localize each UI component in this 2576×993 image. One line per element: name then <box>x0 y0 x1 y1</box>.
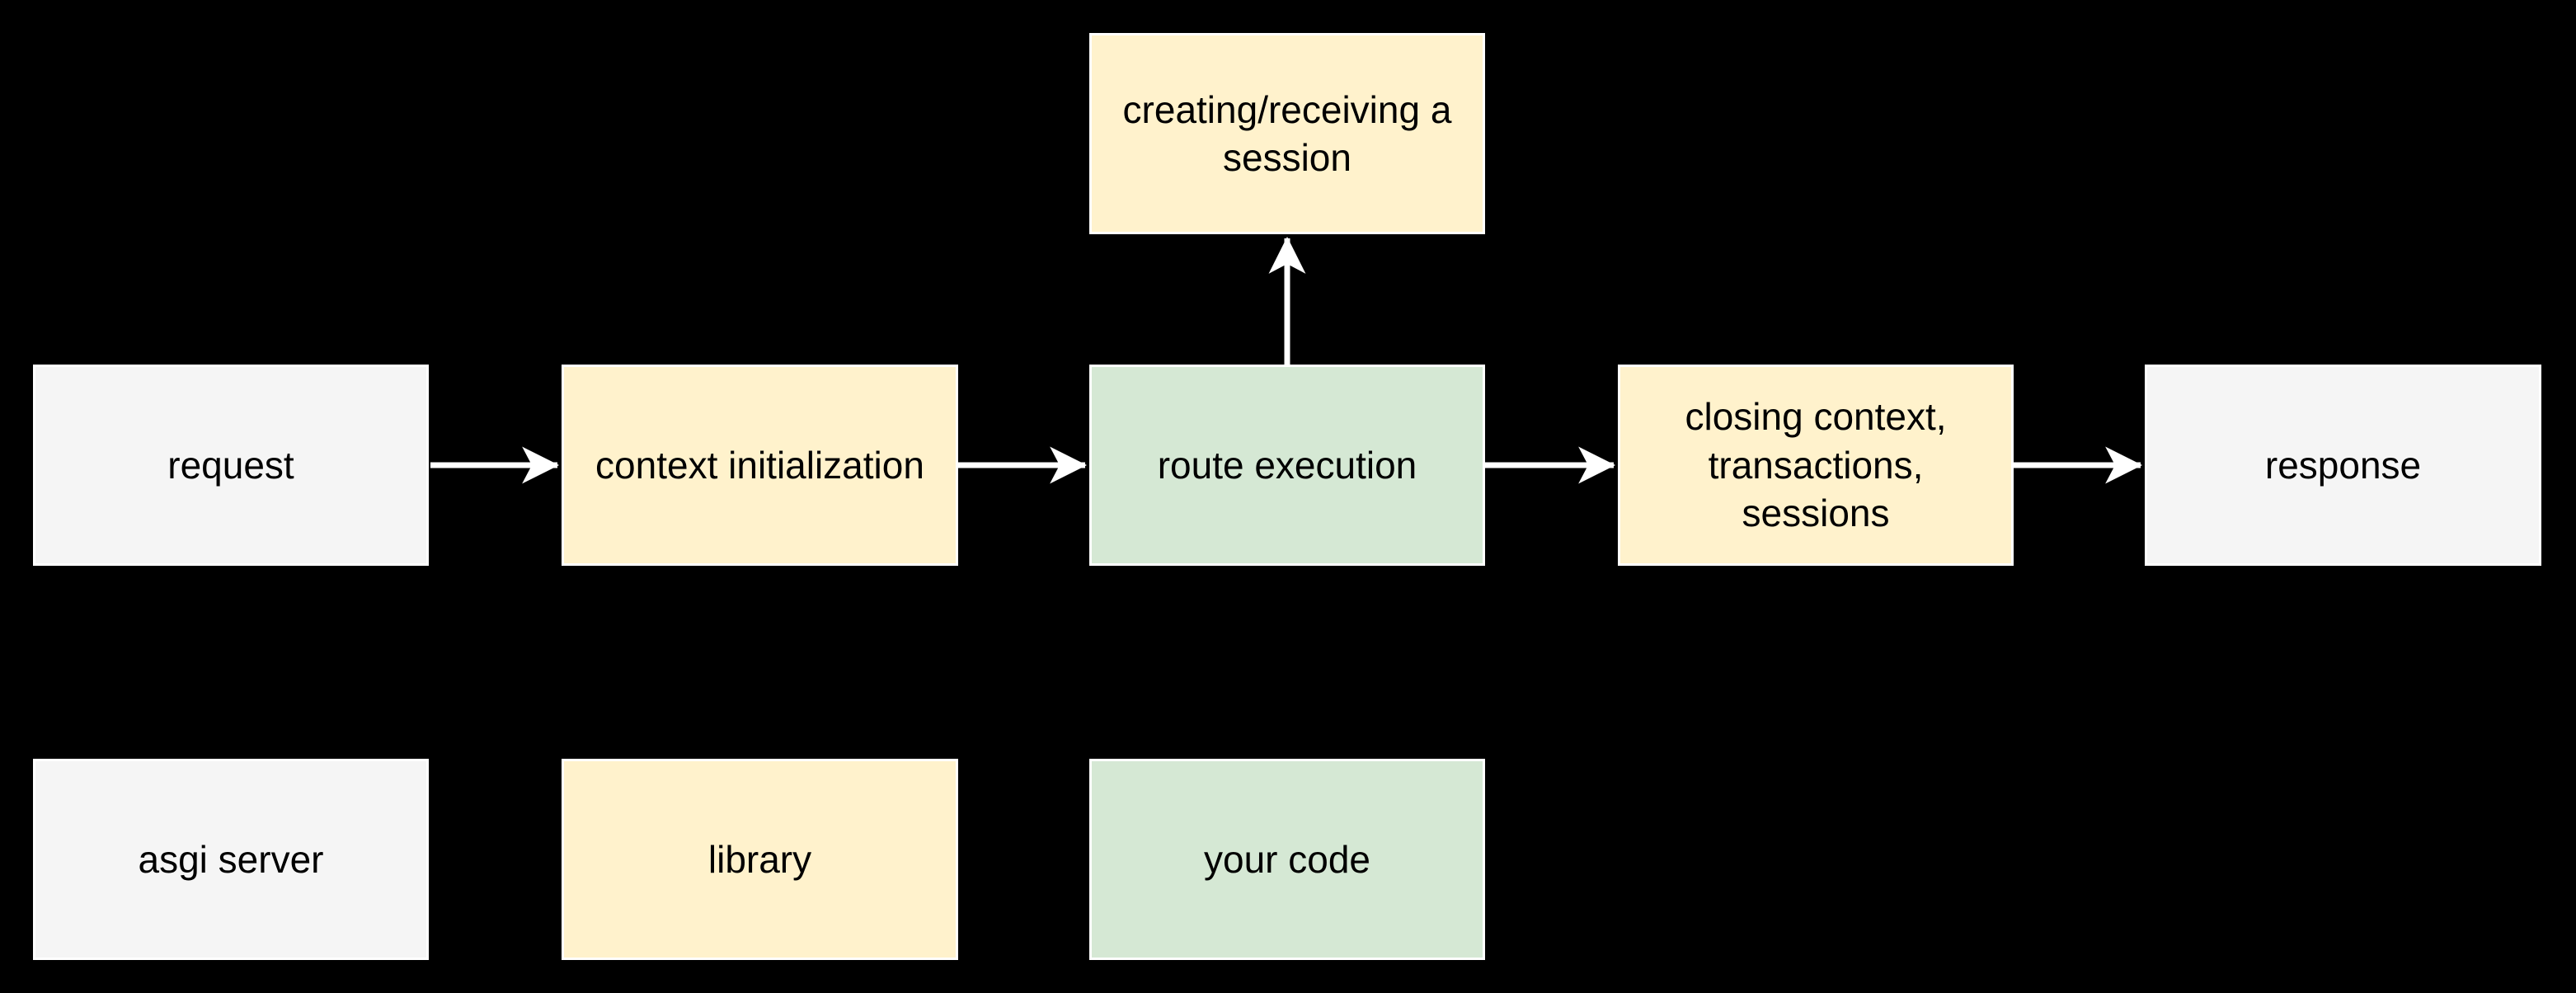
node-context-initialization-label: context initialization <box>595 443 924 487</box>
legend-item-your-code-label: your code <box>1203 837 1370 881</box>
node-route-execution-label: route execution <box>1157 443 1417 487</box>
legend-item-library: library <box>562 759 958 960</box>
node-creating-receiving-session: creating/receiving a session <box>1089 33 1485 234</box>
node-creating-receiving-session-label: creating/receiving a session <box>1122 87 1452 179</box>
node-closing-context-transactions-sessions-label: closing context, transactions, sessions <box>1685 395 1947 535</box>
node-closing-context-transactions-sessions: closing context, transactions, sessions <box>1618 365 2014 566</box>
node-route-execution: route execution <box>1089 365 1485 566</box>
node-response: response <box>2145 365 2541 566</box>
node-request: request <box>33 365 429 566</box>
legend-item-asgi-server-label: asgi server <box>138 837 324 881</box>
node-request-label: request <box>167 443 294 487</box>
node-response-label: response <box>2264 443 2422 487</box>
legend-item-library-label: library <box>707 837 812 881</box>
node-context-initialization: context initialization <box>562 365 958 566</box>
legend-item-your-code: your code <box>1089 759 1485 960</box>
legend-item-asgi-server: asgi server <box>33 759 429 960</box>
